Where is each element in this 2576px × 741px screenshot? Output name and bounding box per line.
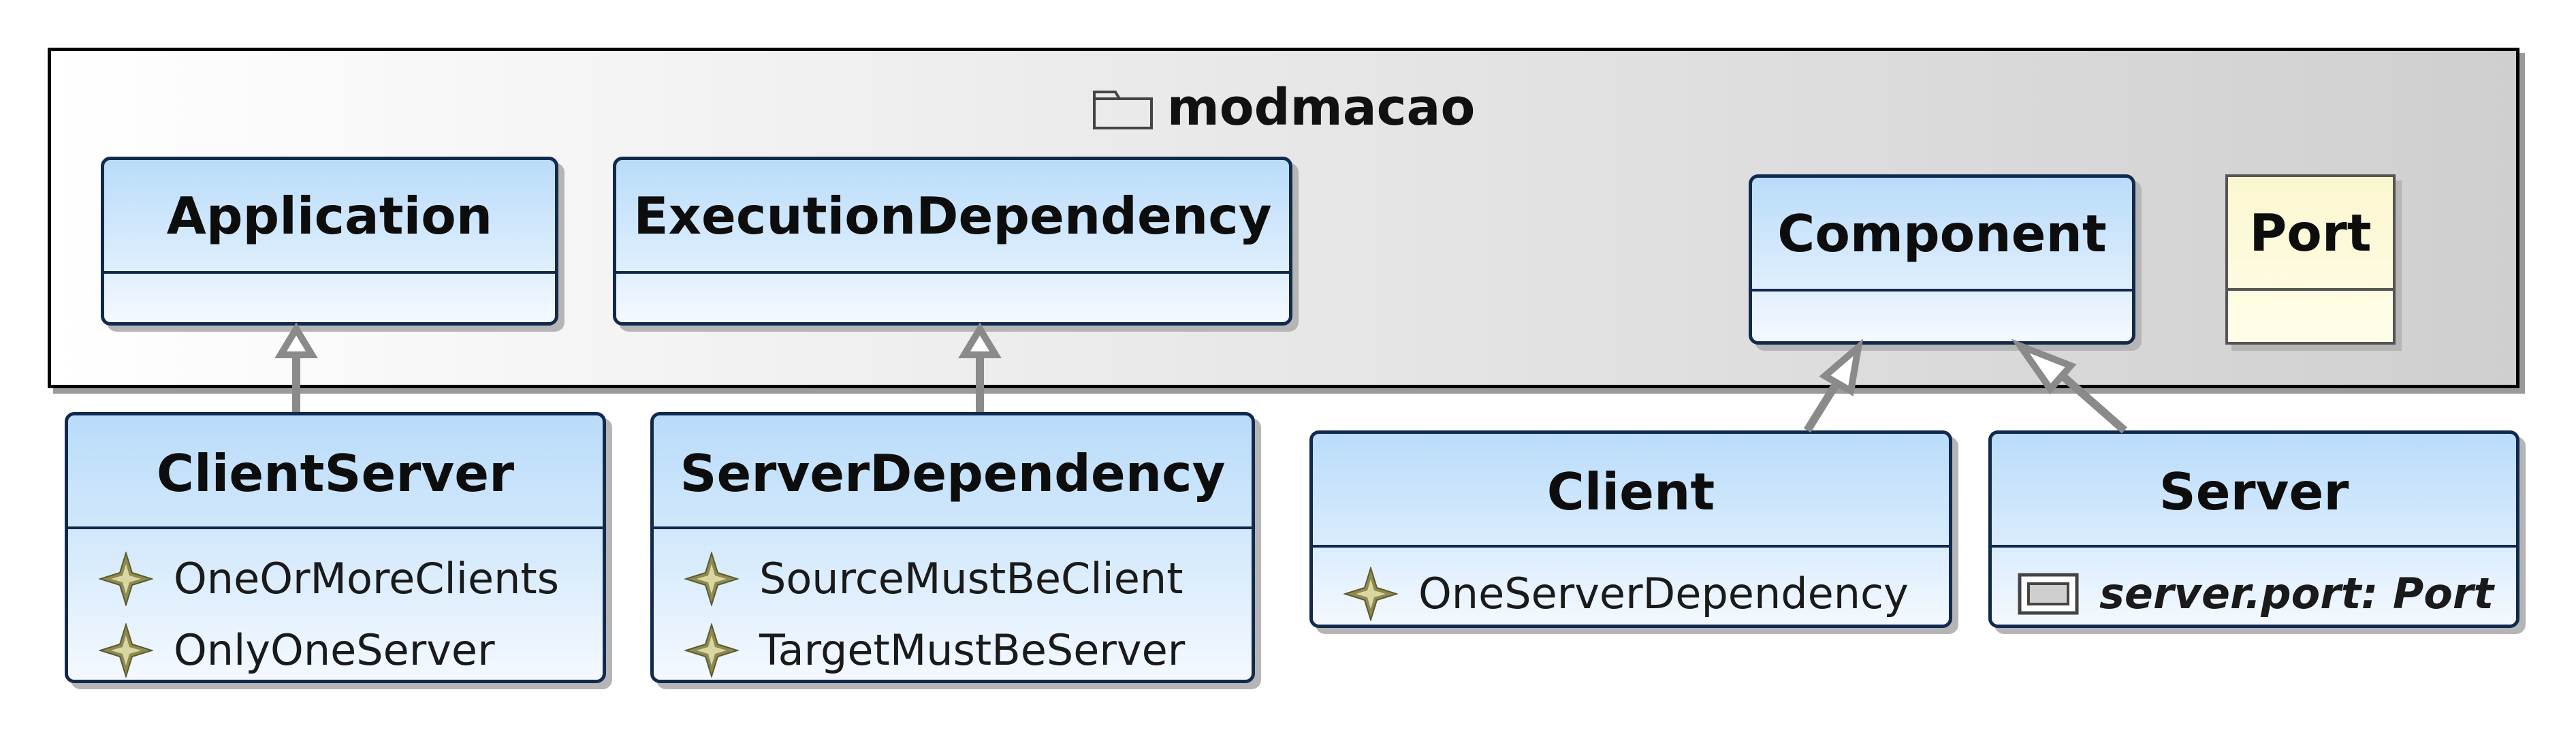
class-server-dependency[interactable]: ServerDependency SourceMustBeClient Targ… (650, 412, 1255, 683)
class-name: Server (2159, 462, 2349, 522)
class-application[interactable]: Application (101, 157, 558, 326)
constraint-icon (684, 623, 739, 678)
constraint-item: TargetMustBeServer (684, 623, 1185, 678)
class-name: Port (2249, 203, 2372, 263)
constraint-item: OneServerDependency (1343, 567, 1909, 621)
constraint-icon (1343, 567, 1398, 621)
compartment-divider (104, 271, 555, 274)
class-client-server[interactable]: ClientServer OneOrMoreClients OnlyOneSer… (65, 412, 606, 683)
compartment-divider (68, 526, 603, 529)
constraint-icon (684, 552, 739, 606)
compartment-divider (1752, 289, 2132, 291)
class-execution-dependency[interactable]: ExecutionDependency (613, 157, 1292, 326)
generalization-client-component[interactable] (1803, 338, 1864, 433)
package-header: modmacao (51, 80, 2516, 133)
constraint-item: OnlyOneServer (99, 623, 495, 678)
class-name: ServerDependency (680, 443, 1226, 503)
compartment-divider (1313, 545, 1949, 548)
constraint-icon (99, 623, 153, 678)
constraint-item: OneOrMoreClients (99, 552, 559, 606)
class-name: Application (166, 186, 493, 246)
class-name: ExecutionDependency (633, 186, 1272, 246)
package-name: modmacao (1166, 78, 1476, 138)
compartment-divider (1992, 545, 2516, 548)
folder-icon (1092, 91, 1153, 130)
compartment-divider (2228, 288, 2393, 291)
class-name: Component (1777, 204, 2107, 264)
compartment-divider (616, 271, 1289, 274)
class-component[interactable]: Component (1749, 174, 2135, 345)
generalization-clientserver-application[interactable] (274, 322, 318, 412)
reference-item: server.port: Port (2018, 570, 2494, 615)
class-name: Client (1546, 462, 1715, 522)
class-client[interactable]: Client OneServerDependency (1309, 430, 1952, 628)
compartment-divider (654, 526, 1252, 529)
generalization-server-component[interactable] (2011, 338, 2127, 434)
generalization-serverdependency-executiondependency[interactable] (958, 322, 1002, 412)
constraint-item: SourceMustBeClient (684, 552, 1183, 606)
class-name: ClientServer (156, 443, 515, 503)
class-port[interactable]: Port (2225, 174, 2396, 345)
class-server[interactable]: Server server.port: Port (1988, 430, 2519, 628)
reference-icon (2018, 573, 2079, 615)
constraint-icon (99, 552, 153, 606)
